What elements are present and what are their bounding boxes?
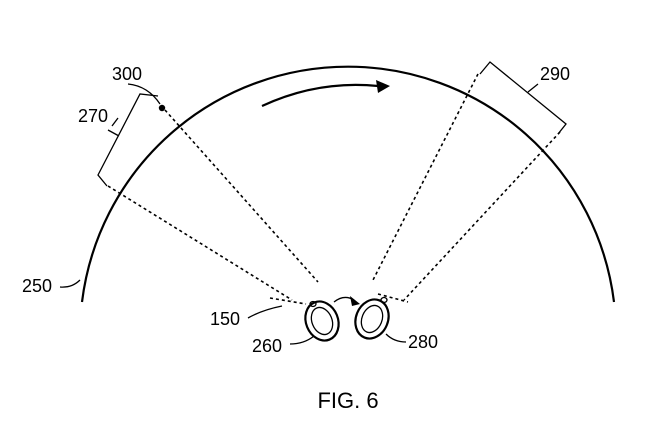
leader-270 (111, 117, 119, 127)
bracket-290 (479, 61, 567, 135)
eye-260 (304, 300, 340, 342)
label-290: 290 (540, 64, 570, 84)
leader-280 (385, 333, 407, 343)
label-270: 270 (78, 106, 108, 126)
leader-150 (247, 305, 283, 319)
point-300-dot (158, 104, 166, 112)
leader-300 (127, 83, 161, 105)
label-150: 150 (210, 309, 240, 329)
right-view-line-lower (403, 131, 561, 301)
eye-280-inner (360, 304, 384, 334)
left-view-line-upper (164, 109, 319, 283)
leader-250 (59, 279, 81, 288)
rotation-arrow-head (376, 80, 390, 93)
left-view-line-lower (107, 185, 293, 301)
figure-caption: FIG. 6 (317, 388, 378, 413)
right-view-near-edge (377, 293, 409, 303)
label-250: 250 (22, 276, 52, 296)
dome-arc (80, 65, 616, 303)
leader-260 (289, 335, 315, 345)
right-view-line-upper (371, 73, 479, 283)
label-260: 260 (252, 336, 282, 356)
bracket-270 (97, 93, 159, 187)
eye-280 (354, 298, 390, 340)
eye-260-inner (310, 306, 334, 336)
label-280: 280 (408, 332, 438, 352)
small-rotation-arrow-head (350, 296, 360, 306)
eye-260-nub (309, 300, 317, 308)
eye-280-nub (380, 296, 388, 304)
left-view-near-edge (269, 297, 307, 305)
label-300: 300 (112, 64, 142, 84)
rotation-arrow (261, 83, 379, 107)
